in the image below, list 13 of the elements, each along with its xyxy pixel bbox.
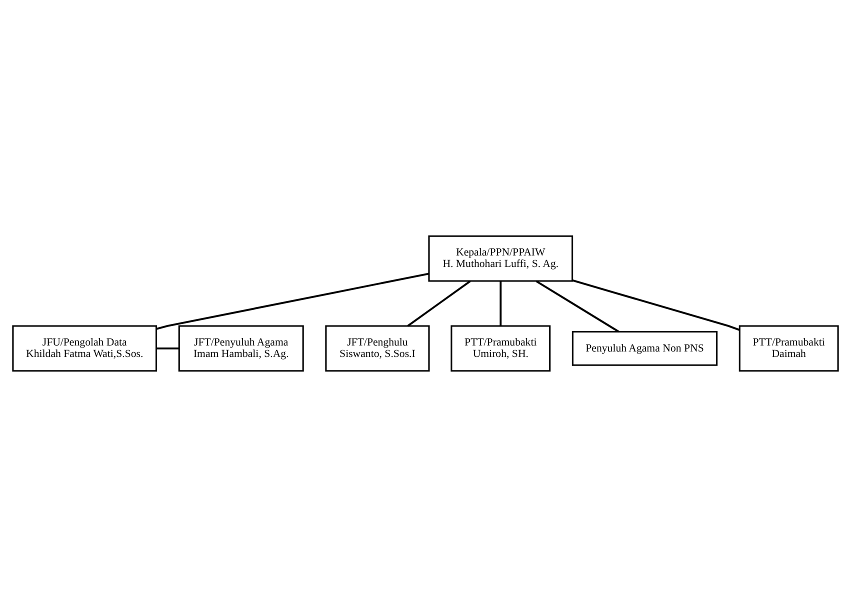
- connector: [572, 279, 740, 331]
- node-box: Kepala/PPN/PPAIW H. Muthohari Luffi, S. Ag.: [428, 235, 574, 282]
- node-box: Penyuluh Agama Non PNS: [572, 331, 718, 366]
- connector: [407, 280, 471, 327]
- node-box: JFT/Penyuluh Agama Imam Hambali, S.Ag.: [178, 325, 304, 372]
- node-box: JFT/Penghulu Siswanto, S.Sos.I: [325, 325, 430, 372]
- node-box: JFU/Pengolah Data Khildah Fatma Wati,S.Sos.: [12, 325, 158, 372]
- connector: [156, 347, 180, 350]
- node-box: PTT/Pramubakti Umiroh, SH.: [450, 325, 551, 372]
- node-box: PTT/Pramubakti Daimah: [738, 325, 839, 372]
- connector: [536, 280, 620, 333]
- connector: [156, 272, 430, 330]
- connector: [500, 281, 502, 326]
